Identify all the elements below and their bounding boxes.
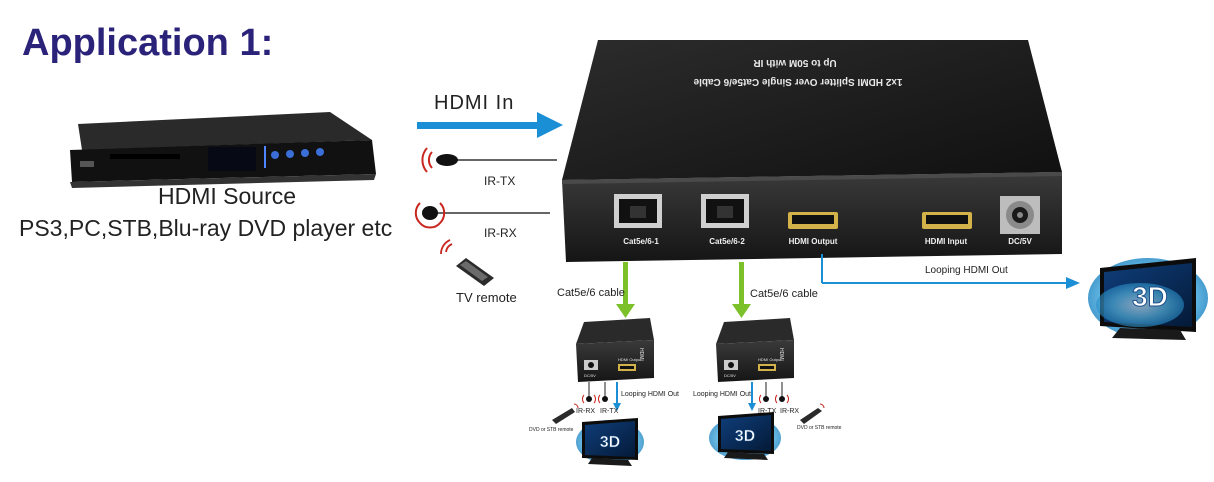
hdmi-in-arrow — [417, 112, 563, 138]
r2-ir-tx-icon — [759, 394, 769, 404]
svg-text:HDMI: HDMI — [778, 348, 784, 361]
r2-ir-tx-label: IR-TX — [758, 408, 777, 415]
tv-3d-large — [1088, 258, 1208, 340]
cable-label-2: Cat5e/6 cable — [750, 288, 818, 300]
cable-arrow-2 — [732, 262, 751, 318]
r2-ir-rx-icon — [775, 394, 789, 404]
splitter-top-line2: Up to 50M with IR — [753, 57, 837, 68]
tv-3d-receiver-2 — [709, 412, 781, 460]
source-label: HDMI Source — [158, 183, 297, 209]
port-label-cat1: Cat5e/6-1 — [623, 237, 659, 246]
page-title: Application 1: — [22, 22, 274, 64]
ir-tx-label: IR-TX — [484, 174, 516, 188]
looping-out-arrow — [821, 254, 1080, 289]
looping-label-r1: Looping HDMI Out — [621, 391, 679, 398]
tv-r2-badge: 3D — [735, 428, 755, 445]
cable-label-1: Cat5e/6 cable — [557, 287, 625, 299]
port-label-cat2: Cat5e/6-2 — [709, 237, 745, 246]
tv-large-badge: 3D — [1132, 281, 1168, 312]
tv-remote-label: TV remote — [456, 290, 517, 305]
r2-loop-arrow — [748, 382, 756, 411]
receiver-device-2: HDMI — [716, 318, 794, 382]
r1-loop-arrow — [613, 382, 621, 411]
receiver1-port-dc: DC/5V — [584, 373, 596, 378]
r2-ir-rx-label: IR-RX — [780, 408, 800, 415]
r1-ir-rx-label: IR-RX — [576, 408, 596, 415]
source-devices: PS3,PC,STB,Blu-ray DVD player etc — [19, 215, 393, 241]
receiver-device-1: HDMI — [576, 318, 654, 382]
bluray-player-image — [70, 112, 376, 188]
r1-ir-tx-icon — [598, 394, 608, 404]
dvd-remote-label-1: DVD or STB remote — [529, 427, 574, 433]
port-label-hdmi-in: HDMI Input — [925, 237, 968, 246]
ir-rx-label: IR-RX — [484, 226, 517, 240]
hdmi-in-label: HDMI In — [434, 92, 515, 114]
tv-remote-icon — [440, 239, 494, 286]
splitter-top-line1: 1x2 HDMI Splitter Over Single Cat5e/6 Ca… — [693, 76, 902, 87]
ir-receiver-icon — [414, 202, 446, 229]
dvd-remote-icon-1 — [552, 403, 579, 424]
cable-arrow-1 — [616, 262, 635, 318]
receiver2-port-dc: DC/5V — [724, 373, 736, 378]
port-label-hdmi-out: HDMI Output — [789, 237, 838, 246]
r1-ir-rx-icon — [582, 394, 596, 404]
receiver1-port-hdmi: HDMI Output — [618, 357, 642, 362]
looping-label-main: Looping HDMI Out — [925, 265, 1008, 276]
tv-r1-badge: 3D — [600, 434, 620, 451]
dvd-remote-icon-2 — [800, 403, 825, 424]
tv-3d-receiver-1 — [576, 418, 644, 466]
port-label-dc: DC/5V — [1008, 237, 1032, 246]
splitter-device — [562, 40, 1062, 262]
dvd-remote-label-2: DVD or STB remote — [797, 425, 842, 431]
ir-emitter-icon — [421, 147, 458, 173]
looping-label-r2: Looping HDMI Out — [693, 391, 751, 398]
r1-ir-tx-label: IR-TX — [600, 408, 619, 415]
svg-text:HDMI: HDMI — [638, 348, 644, 361]
receiver2-port-hdmi: HDMI Output — [758, 357, 782, 362]
